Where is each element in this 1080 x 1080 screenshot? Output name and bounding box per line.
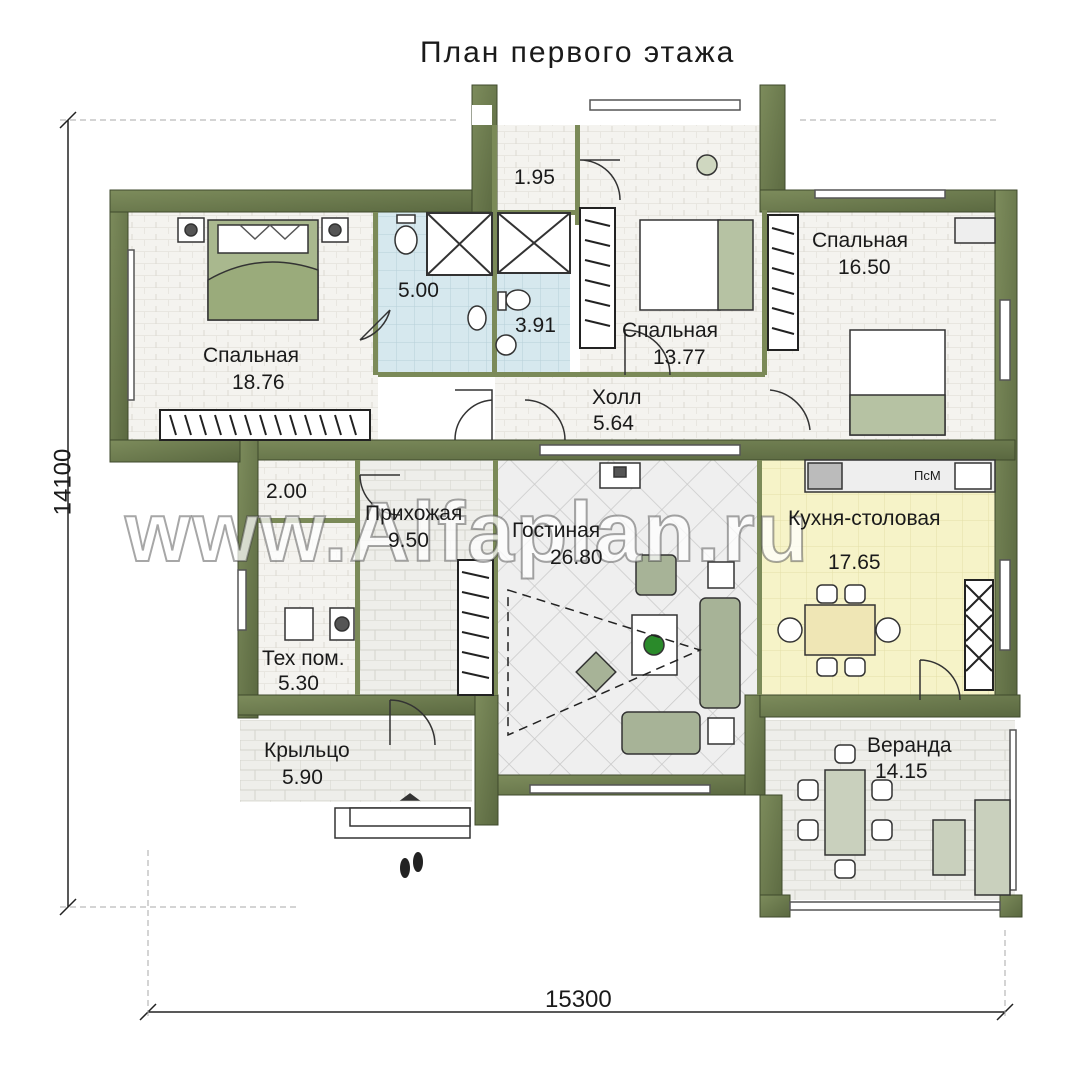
kitchen-furniture [777, 459, 996, 677]
plan-title: План первого этажа [420, 36, 736, 69]
room-name: Кухня-столовая [788, 507, 941, 530]
room-area: 3.91 [515, 314, 556, 337]
room-area: 5.00 [398, 279, 439, 302]
appliance-label: ПсМ [914, 468, 941, 483]
room-name: Веранда [867, 734, 952, 757]
room-area: 5.64 [593, 412, 634, 435]
room-name: Спальная [812, 229, 909, 252]
nightstands [177, 154, 996, 244]
room-area: 18.76 [232, 371, 285, 394]
windows [127, 99, 1017, 911]
wardrobes [159, 207, 994, 696]
floor-kitchen [760, 460, 995, 695]
room-name: Спальная [203, 344, 300, 367]
veranda-furniture [797, 744, 1011, 896]
room-area: 16.50 [838, 256, 891, 279]
dimension-height: 14100 [49, 448, 77, 516]
beds [207, 219, 946, 436]
room-area: 17.65 [828, 551, 881, 574]
floor-veranda [765, 720, 1015, 900]
doors [359, 159, 961, 746]
living-furniture [507, 462, 741, 755]
room-name: Прихожая [365, 502, 463, 525]
showers [426, 212, 571, 276]
room-area: 2.00 [266, 480, 307, 503]
room-name: Спальная [622, 319, 719, 342]
room-area: 1.95 [514, 166, 555, 189]
room-area: 26.80 [550, 546, 603, 569]
room-area: 5.30 [278, 672, 319, 695]
watermark: www.Alfaplan.ru [124, 485, 810, 579]
extension-lines [60, 119, 1006, 1020]
dimension-lines [59, 111, 1014, 1021]
floor-closet [495, 125, 580, 210]
entrance-steps [334, 793, 471, 839]
room-name: Гостиная [512, 519, 601, 542]
dimension-width: 15300 [545, 986, 612, 1013]
room-area: 9.50 [388, 529, 429, 552]
tech-appliances [284, 607, 355, 641]
room-name: Крыльцо [264, 739, 350, 762]
floor-storage [258, 460, 358, 520]
room-area: 5.90 [282, 766, 323, 789]
room-name: Холл [592, 386, 642, 409]
floor-hall [495, 375, 765, 445]
footprints-icon [400, 852, 423, 878]
room-area: 14.15 [875, 760, 928, 783]
sanitary [394, 214, 531, 356]
room-area: 13.77 [653, 346, 706, 369]
room-name: Тех пом. [262, 647, 345, 670]
